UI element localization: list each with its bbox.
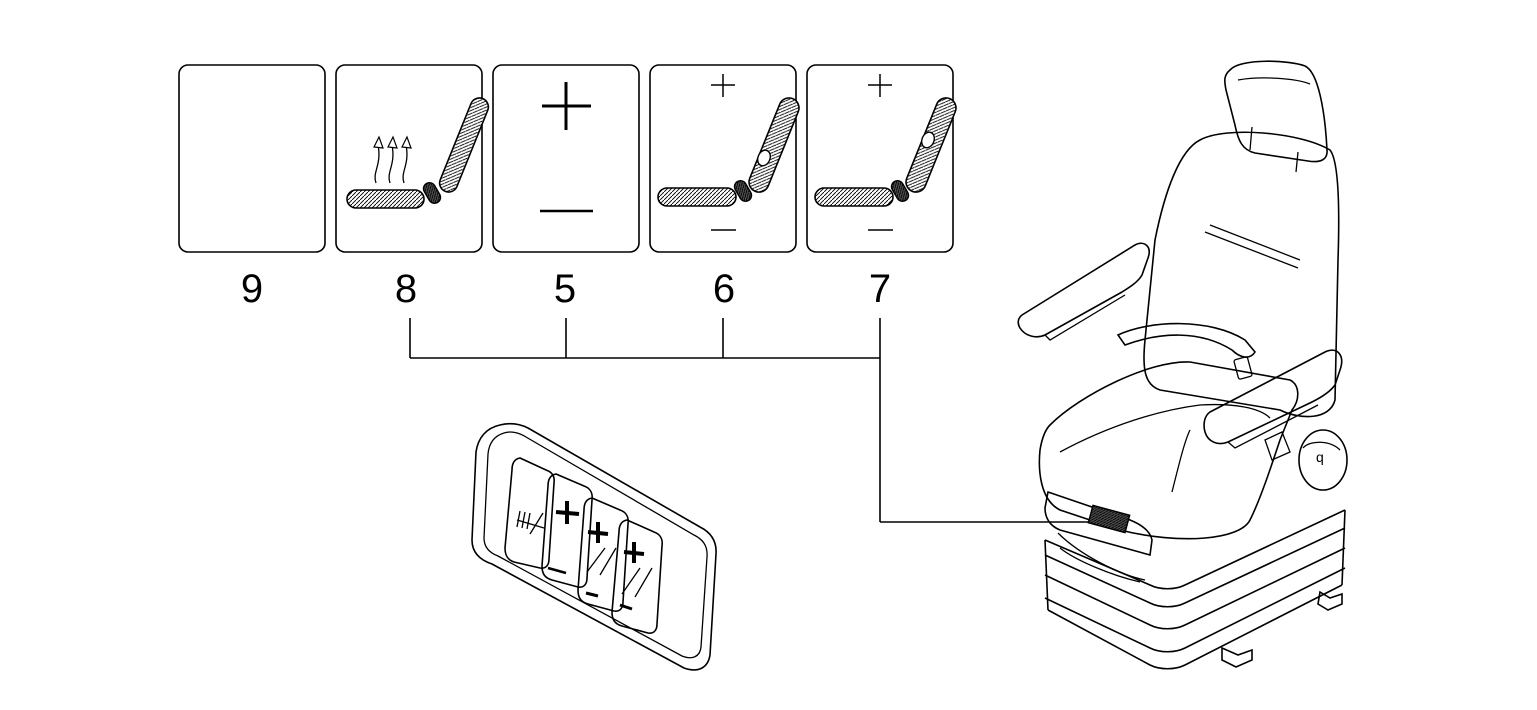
panel-9: 9: [178, 64, 326, 311]
lumbar-lower-rocker-switch[interactable]: [577, 497, 629, 612]
callout-label-7: 7: [869, 267, 891, 311]
panel-6: 6: [649, 64, 800, 311]
callout-label-6: 6: [713, 267, 735, 311]
height-rocker-switch[interactable]: [541, 473, 593, 588]
seat-heating-icon: [346, 97, 490, 209]
seat-belt: [1116, 322, 1291, 461]
armrest-right: [1203, 349, 1343, 449]
seat-suspension-base: [1044, 490, 1346, 670]
lumbar-upper-rocker-switch[interactable]: [611, 519, 663, 634]
seat-switch-panel: [471, 422, 717, 671]
callout-label-5: 5: [554, 267, 576, 311]
panel-8: 8: [335, 64, 490, 311]
callout-label-9: 9: [241, 267, 263, 311]
heat-waves-icon: [516, 510, 544, 535]
headrest: [1224, 60, 1328, 173]
backrest: [1143, 131, 1340, 418]
seat-illustration: q: [1017, 60, 1348, 670]
heating-rocker-switch[interactable]: [504, 457, 555, 569]
lumbar-knob[interactable]: q: [1298, 429, 1348, 491]
plus-minus-icon: [540, 82, 593, 213]
leader-lines: [409, 318, 1088, 523]
callout-label-8: 8: [395, 267, 417, 311]
lumbar-support-upper-icon: [814, 74, 957, 231]
panel-7: 7: [806, 64, 957, 311]
lumbar-support-lower-icon: [657, 74, 800, 231]
armrest-left: [1017, 242, 1150, 341]
panel-5: 5: [492, 64, 640, 311]
svg-text:q: q: [1316, 449, 1324, 465]
seat-cushion: [1038, 361, 1299, 540]
